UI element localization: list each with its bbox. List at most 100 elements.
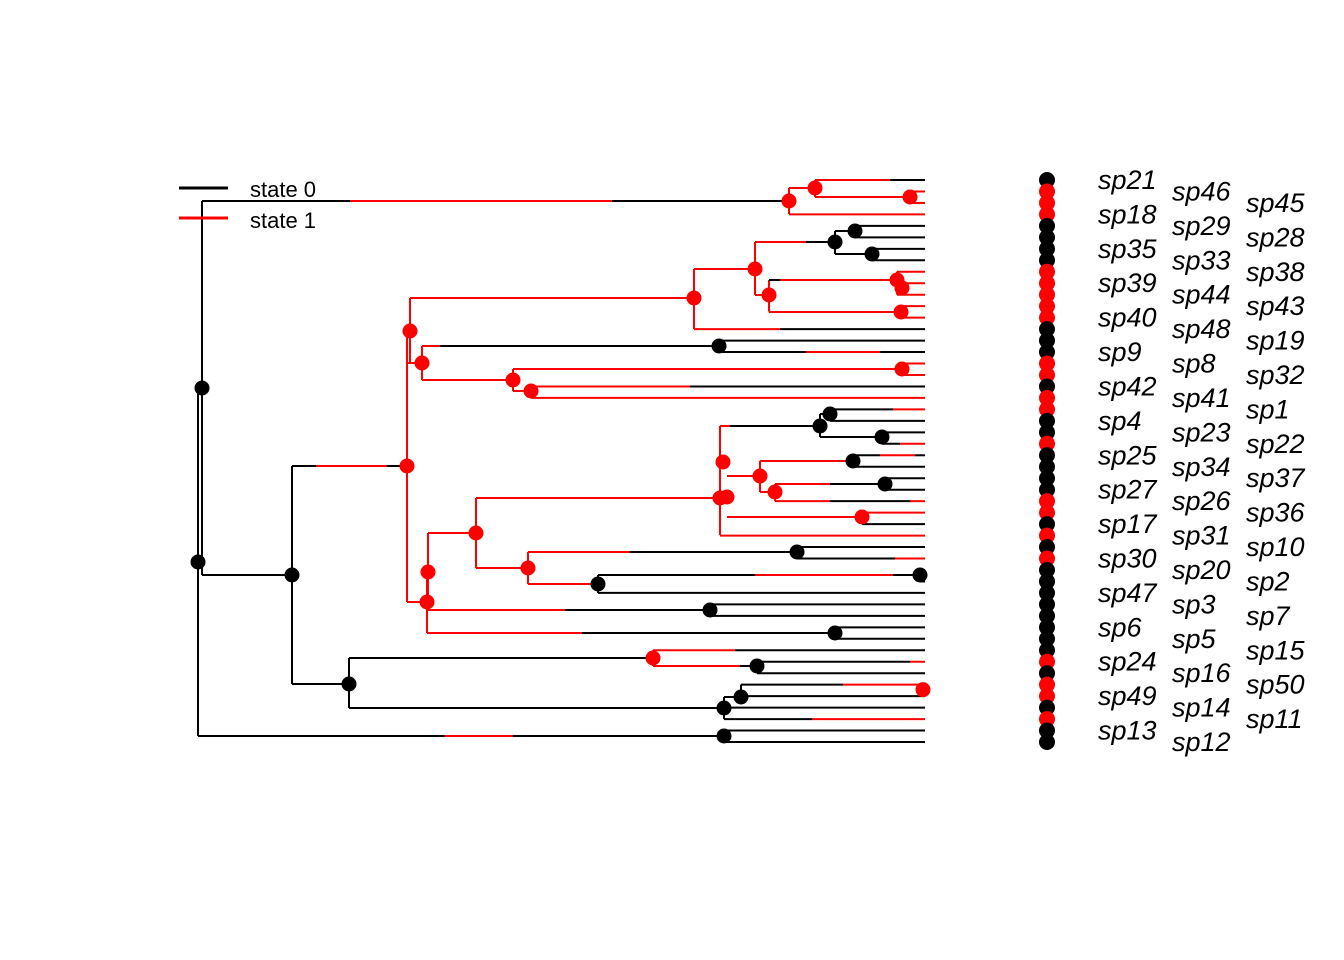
tip-state-dot: [1039, 516, 1055, 533]
tip-label: sp19: [1246, 326, 1305, 356]
tip-label: sp2: [1246, 566, 1290, 596]
ancestral-state-nodes: [190, 180, 931, 744]
tip-label: sp23: [1172, 417, 1231, 447]
tip-label: sp45: [1246, 188, 1306, 218]
tip-label: sp35: [1098, 234, 1158, 264]
tip-label: sp11: [1246, 704, 1303, 734]
node-state-dot: [414, 355, 430, 371]
tip-label: sp9: [1098, 337, 1142, 367]
tip-state-dot: [1039, 389, 1055, 406]
tip-label: sp29: [1172, 211, 1231, 241]
tip-state-dot: [1039, 252, 1055, 269]
node-state-dot: [399, 458, 415, 474]
node-state-dot: [915, 682, 931, 698]
tip-state-dot: [1039, 561, 1055, 578]
node-state-dot: [402, 323, 418, 339]
node-state-dot: [520, 560, 536, 576]
tip-label: sp12: [1172, 727, 1231, 757]
node-state-dot: [812, 418, 828, 434]
node-state-dot: [468, 525, 484, 541]
tip-label: sp17: [1098, 509, 1158, 539]
node-state-dot: [715, 454, 731, 470]
tip-label: sp36: [1246, 498, 1306, 528]
tip-state-dot: [1039, 573, 1055, 590]
legend-label-state-0: state 0: [250, 177, 316, 202]
node-state-dot: [716, 728, 732, 744]
node-state-dot: [827, 234, 843, 250]
node-state-dot: [749, 658, 765, 674]
tip-label: sp1: [1246, 394, 1290, 424]
tip-label: sp25: [1098, 440, 1158, 470]
node-state-dot: [874, 429, 890, 445]
tip-state-dot: [1039, 642, 1055, 659]
tip-label: sp43: [1246, 291, 1305, 321]
tip-state-dot: [1039, 263, 1055, 280]
tip-state-dot: [1039, 217, 1055, 234]
tip-state-dot: [1039, 493, 1055, 510]
tip-label: sp46: [1172, 176, 1232, 206]
node-state-dot: [645, 650, 661, 666]
tip-state-dot: [1039, 286, 1055, 303]
tip-state-dot: [1039, 676, 1055, 693]
tip-state-dot: [1039, 229, 1055, 246]
tip-label: sp13: [1098, 716, 1157, 746]
node-state-dot: [716, 700, 732, 716]
tip-label: sp26: [1172, 486, 1232, 516]
tip-label: sp15: [1246, 635, 1306, 665]
tip-state-dot: [1039, 607, 1055, 624]
tip-state-dot: [1039, 711, 1055, 728]
tip-state-dot: [1039, 172, 1055, 188]
tip-state-dot: [1039, 424, 1055, 441]
tip-label: sp41: [1172, 383, 1231, 413]
node-state-dot: [419, 594, 435, 610]
tip-state-dot: [1039, 332, 1055, 349]
tip-state-dot: [1039, 309, 1055, 326]
tip-label: sp44: [1172, 280, 1231, 310]
tip-label: sp38: [1246, 257, 1305, 287]
node-state-dot: [702, 602, 718, 618]
tip-label: sp6: [1098, 612, 1143, 642]
tip-label: sp34: [1172, 452, 1231, 482]
tip-label: sp8: [1172, 349, 1216, 379]
node-state-dot: [505, 372, 521, 388]
tip-label: sp48: [1172, 314, 1231, 344]
node-state-dot: [194, 380, 210, 396]
node-state-dot: [590, 576, 606, 592]
tip-state-dot: [1039, 355, 1055, 372]
tip-state-dot: [1039, 275, 1055, 292]
node-state-dot: [781, 193, 797, 209]
tip-label: sp10: [1246, 532, 1305, 562]
tip-label: sp24: [1098, 647, 1157, 677]
tree-branches: [197, 179, 925, 744]
node-state-dot: [822, 406, 838, 422]
node-state-dot: [807, 180, 823, 196]
tip-label: sp3: [1172, 589, 1216, 619]
node-state-dot: [341, 676, 357, 692]
node-state-dot: [894, 280, 910, 296]
tip-state-dot: [1039, 481, 1055, 498]
tip-state-dot: [1039, 539, 1055, 556]
tip-state-dot: [1039, 447, 1055, 464]
tip-label: sp20: [1172, 555, 1231, 585]
node-state-dot: [761, 287, 777, 303]
tip-label: sp5: [1172, 624, 1217, 654]
tip-state-dot: [1039, 596, 1055, 613]
tip-state-dot: [1039, 240, 1055, 257]
tip-state-dot: [1039, 619, 1055, 636]
node-state-dot: [894, 361, 910, 377]
node-state-dot: [719, 489, 735, 505]
tip-state-dot: [1039, 527, 1055, 544]
tip-state-dot: [1039, 504, 1055, 521]
node-state-dot: [420, 564, 436, 580]
legend: state 0 state 1: [179, 177, 316, 233]
tip-label: sp30: [1098, 544, 1157, 574]
node-state-dot: [847, 223, 863, 239]
tip-state-dot: [1039, 722, 1055, 739]
tip-label: sp21: [1098, 165, 1157, 195]
node-state-dot: [893, 304, 909, 320]
node-state-dot: [733, 689, 749, 705]
tip-state-dot: [1039, 665, 1055, 682]
tip-state-column: [1039, 172, 1055, 751]
tip-state-dot: [1039, 653, 1055, 670]
tip-label: sp18: [1098, 199, 1157, 229]
